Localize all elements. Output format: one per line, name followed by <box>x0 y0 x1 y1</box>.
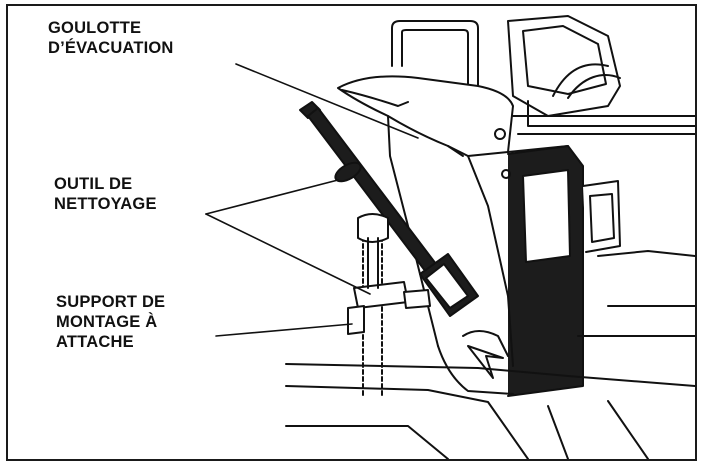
label-discharge-chute-line1: GOULOTTE <box>48 19 142 37</box>
snowblower-illustration <box>205 15 695 459</box>
leader-lines <box>205 63 419 337</box>
discharge-chute <box>337 75 569 395</box>
leader-cleaning-tool-top <box>205 179 339 215</box>
leader-discharge-chute <box>235 63 419 139</box>
label-clip-mount: SUPPORT DE MONTAGE À ATTACHE <box>56 292 165 352</box>
clip-mount <box>347 213 431 397</box>
machine-body <box>507 15 695 135</box>
label-cleaning-tool-line2: NETTOYAGE <box>54 195 157 213</box>
label-cleaning-tool-line1: OUTIL DE <box>54 175 133 193</box>
label-clip-mount-line3: ATTACHE <box>56 333 134 351</box>
handle-bar <box>391 20 479 87</box>
leader-cleaning-tool-bottom <box>205 213 371 295</box>
leader-clip-mount <box>215 323 353 337</box>
label-clip-mount-line1: SUPPORT DE <box>56 293 166 311</box>
auger-housing <box>285 363 695 459</box>
cleaning-tool <box>299 101 479 317</box>
label-discharge-chute: GOULOTTE D’ÉVACUATION <box>48 18 174 58</box>
label-cleaning-tool: OUTIL DE NETTOYAGE <box>54 174 157 214</box>
label-discharge-chute-line2: D’ÉVACUATION <box>48 39 174 57</box>
diagram-frame <box>6 4 697 461</box>
label-clip-mount-line2: MONTAGE À <box>56 313 158 331</box>
side-panel <box>507 145 695 397</box>
